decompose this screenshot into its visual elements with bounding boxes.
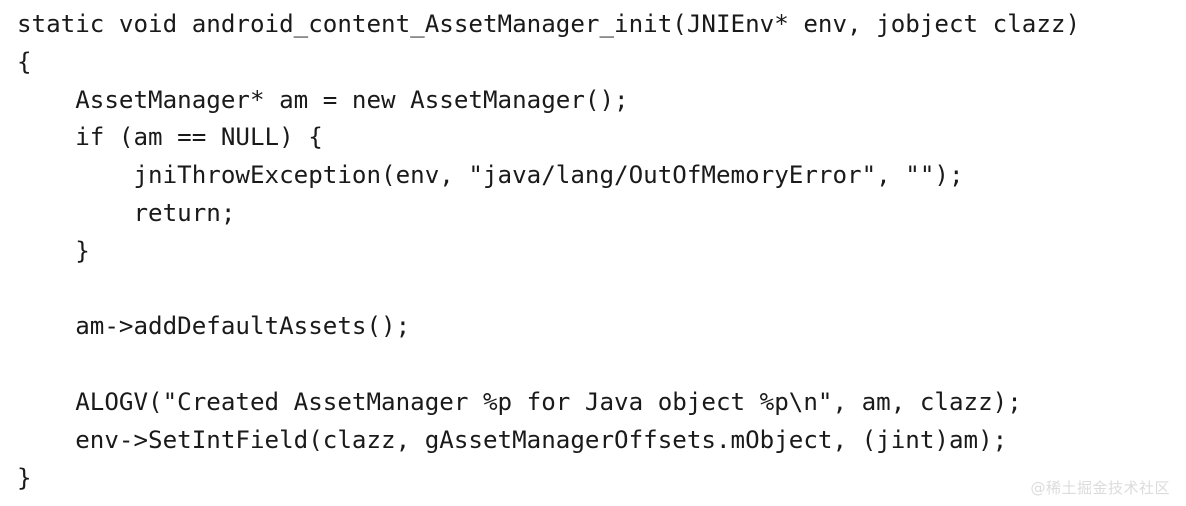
code-line: env->SetIntField(clazz, gAssetManagerOff… [17, 425, 1008, 454]
code-line-blank [17, 271, 1080, 309]
code-line: ALOGV("Created AssetManager %p for Java … [17, 387, 1022, 416]
code-lines-container: static void android_content_AssetManager… [17, 6, 1080, 497]
code-line: } [17, 463, 32, 492]
code-block: static void android_content_AssetManager… [17, 6, 1080, 497]
code-line: am->addDefaultAssets(); [17, 312, 411, 341]
code-line: jniThrowException(env, "java/lang/OutOfM… [17, 161, 964, 190]
code-line: { [17, 47, 32, 76]
code-line: if (am == NULL) { [17, 123, 323, 152]
watermark: @稀土掘金技术社区 [1030, 479, 1170, 497]
code-line: } [17, 236, 90, 265]
code-line: static void android_content_AssetManager… [17, 10, 1081, 38]
code-line-blank [17, 346, 1080, 384]
code-line: return; [17, 198, 236, 227]
code-line: AssetManager* am = new AssetManager(); [17, 85, 629, 114]
